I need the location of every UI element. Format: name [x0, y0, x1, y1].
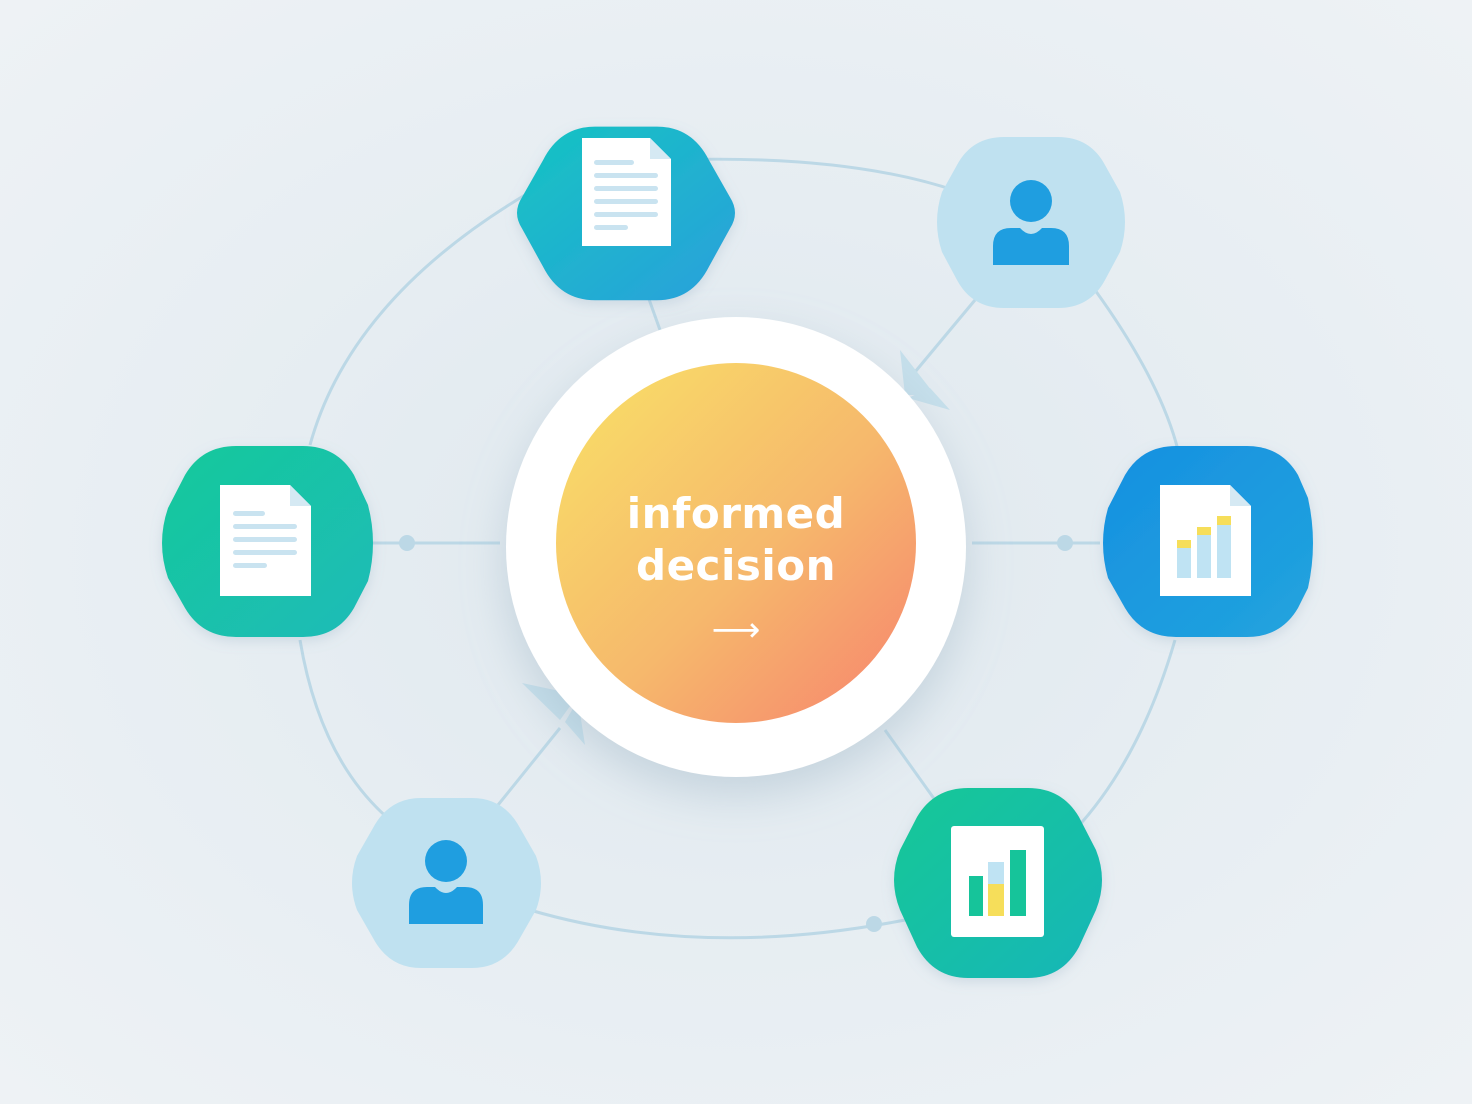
center-label-line2: decision [636, 541, 836, 590]
node-document-top[interactable] [517, 126, 735, 301]
node-document-left[interactable] [162, 446, 373, 637]
user-icon [993, 180, 1069, 265]
document-icon [220, 485, 311, 596]
center-disc [556, 363, 916, 723]
spoke-bottom-left [496, 727, 562, 806]
node-chart-bottom-right[interactable] [894, 788, 1102, 978]
spoke-bottom-right [883, 729, 937, 801]
ring-arc-left-top [308, 193, 526, 446]
ring-arc-left-bottom [298, 639, 391, 822]
spoke-left-dot [399, 535, 415, 551]
hexagon-top-right [937, 137, 1125, 308]
ring-dot-bottom [866, 916, 882, 932]
node-chart-document-right[interactable] [1103, 446, 1313, 637]
arrowhead-top-right [900, 350, 935, 395]
chart-document-icon [1160, 485, 1251, 596]
document-icon [582, 138, 671, 246]
bar-chart-icon [951, 826, 1044, 937]
arrow-right-icon[interactable]: ⟶ [711, 610, 761, 650]
center-label: informed decision [556, 488, 916, 592]
node-user-top-right[interactable] [937, 137, 1125, 308]
spoke-right-dot [1057, 535, 1073, 551]
center-node[interactable] [506, 317, 966, 777]
center-label-line1: informed [626, 489, 846, 538]
arrowhead-bottom-left-tip [565, 700, 585, 745]
ring-arc-bottom [529, 908, 906, 940]
spoke-top-right [913, 299, 977, 373]
hexagon-bottom-left [352, 798, 541, 968]
node-user-bottom-left[interactable] [352, 798, 541, 968]
arrowhead-top-right-tip [908, 388, 950, 410]
ring-arc-top-right [1093, 289, 1180, 451]
user-icon [409, 840, 483, 924]
ring-arc-right [1073, 639, 1177, 832]
